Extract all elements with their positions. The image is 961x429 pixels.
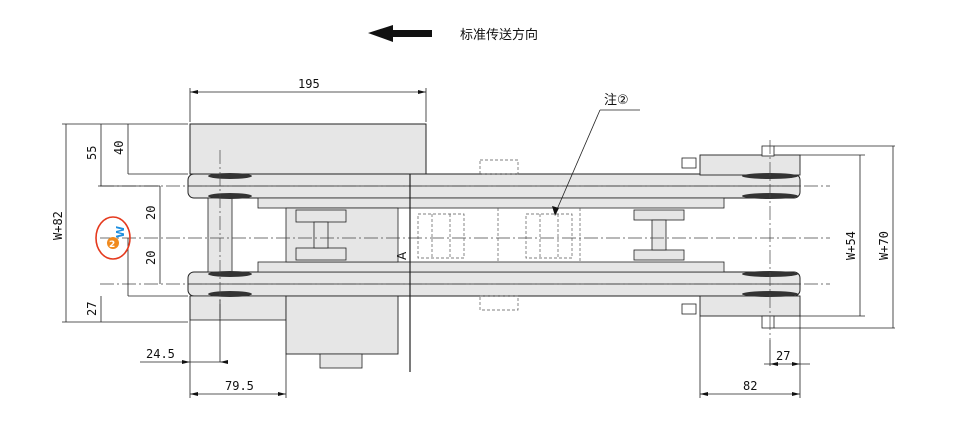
- dim-left-55: 55: [85, 146, 99, 160]
- note-label: 注②: [604, 93, 629, 108]
- width-badge: 2 W: [95, 216, 131, 260]
- direction-label: 标准传送方向: [460, 27, 538, 43]
- dim-bottom-79-5: 79.5: [225, 379, 254, 393]
- dim-top-195: 195: [298, 77, 320, 91]
- motor-top-block: [189, 123, 427, 175]
- dim-left-20a: 20: [144, 206, 158, 220]
- dim-right-w54: W+54: [844, 231, 858, 260]
- dim-left-w82: W+82: [51, 211, 65, 240]
- badge-text: W: [114, 226, 127, 238]
- dim-bottom-24-5: 24.5: [146, 347, 175, 361]
- dim-left-20b: 20: [144, 251, 158, 265]
- dim-right-82: 82: [743, 379, 757, 393]
- section-mark-a: A: [395, 251, 409, 260]
- svg-text:2: 2: [109, 240, 115, 250]
- dim-left-27: 27: [85, 302, 99, 316]
- dim-right-27: 27: [776, 349, 790, 363]
- dim-left-40: 40: [112, 141, 126, 155]
- direction-arrow: [368, 25, 432, 42]
- dim-right-w70: W+70: [877, 231, 891, 260]
